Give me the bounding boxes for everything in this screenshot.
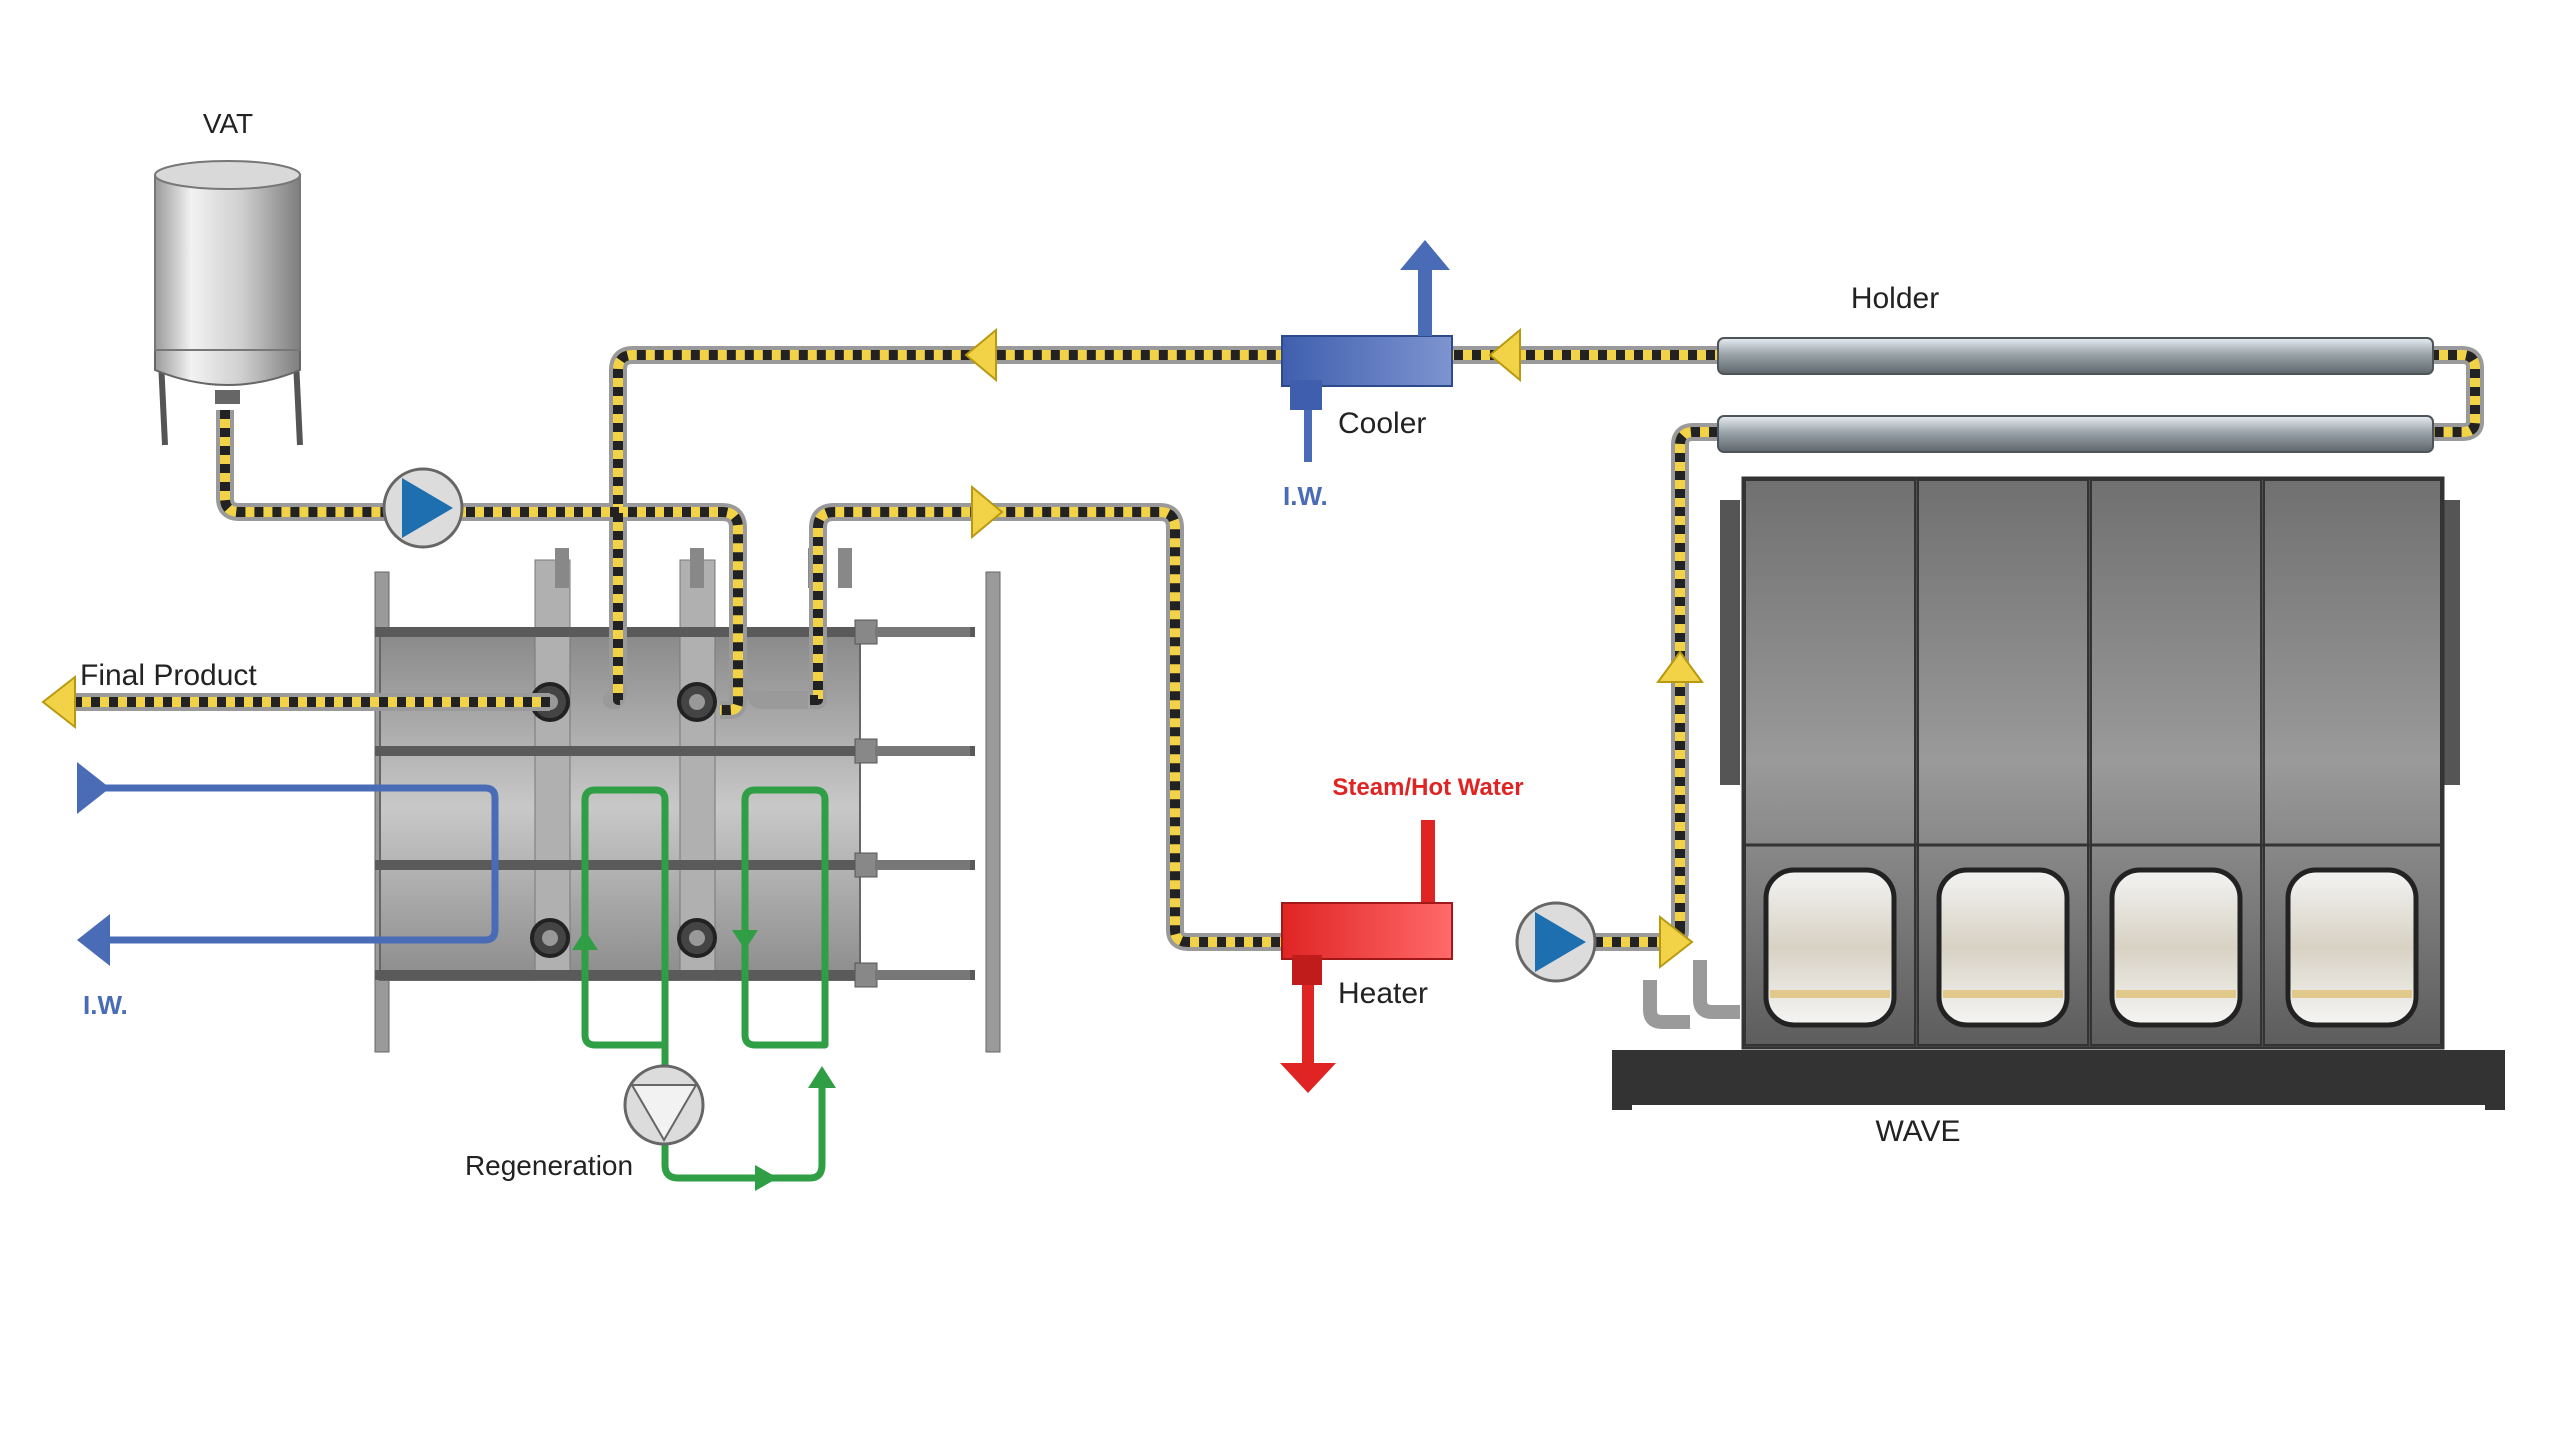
plate-heat-exchanger (374, 548, 1001, 1053)
product-line (60, 346, 2484, 951)
tie-bars (375, 619, 975, 988)
regeneration-arrows (572, 930, 836, 1191)
steam-label: Steam/Hot Water (1332, 774, 1523, 801)
vat-tank (154, 160, 303, 446)
regeneration-label: Regeneration (465, 1150, 633, 1181)
arrow-icon (77, 914, 110, 966)
iw-cooler-label: I.W. (1283, 481, 1328, 511)
arrow-icon (732, 930, 758, 950)
regen-pump (623, 1064, 705, 1146)
arrow-icon (755, 1165, 778, 1191)
arrow-icon (1659, 914, 1694, 970)
cooler-label: Cooler (1338, 407, 1426, 440)
arrow-icon (964, 327, 997, 383)
cooler (1281, 240, 1453, 462)
arrow-icon (1400, 240, 1450, 270)
product-flow-arrows (41, 327, 1704, 970)
arrow-icon (1488, 327, 1521, 383)
arrow-icon (572, 930, 598, 950)
arrow-icon (1656, 650, 1704, 683)
final-product-label: Final Product (80, 659, 257, 692)
product-pump-2 (1515, 901, 1597, 983)
wave-label: WAVE (1875, 1115, 1960, 1148)
arrow-icon (1280, 1063, 1336, 1093)
arrow-icon (971, 484, 1004, 540)
arrow-icon (808, 1066, 836, 1088)
regeneration-loop (581, 786, 829, 1182)
arrow-icon (77, 762, 110, 814)
vat-label: VAT (203, 108, 253, 139)
iw-left-label: I.W. (83, 990, 128, 1020)
wave-machine (1612, 476, 2505, 1110)
arrow-icon (41, 674, 76, 730)
heater-label: Heater (1338, 977, 1428, 1010)
heater (1280, 820, 1453, 1093)
cold-water-arrows (77, 762, 110, 966)
holder-label: Holder (1851, 282, 1939, 315)
wave-windows (1763, 867, 2419, 1028)
holder-tubes (1717, 337, 2434, 453)
cold-water-lines (85, 784, 499, 944)
product-pump-1 (382, 467, 464, 549)
